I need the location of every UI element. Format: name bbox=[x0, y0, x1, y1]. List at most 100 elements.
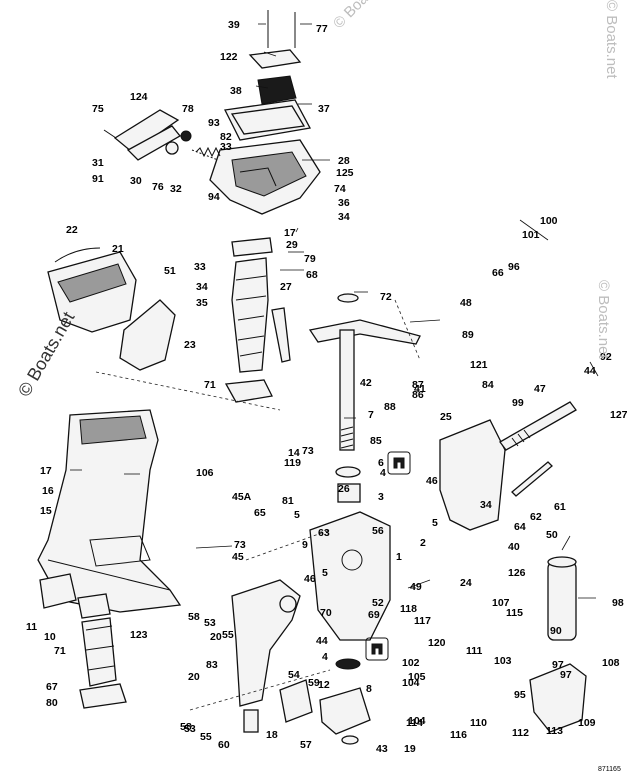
part-callout-26: 26 bbox=[338, 483, 350, 495]
part-callout-90: 90 bbox=[550, 625, 562, 637]
part-callout-58: 58 bbox=[188, 611, 200, 623]
part-callout-112: 112 bbox=[512, 727, 529, 739]
midsection-housing bbox=[37, 409, 182, 613]
part-callout-94: 94 bbox=[208, 191, 220, 203]
part-callout-120: 120 bbox=[428, 637, 446, 649]
part-callout-97: 97 bbox=[560, 669, 572, 681]
part-callout-40: 40 bbox=[508, 541, 520, 553]
part-callout-88: 88 bbox=[384, 401, 396, 413]
part-callout-36: 36 bbox=[338, 197, 350, 209]
exhaust-tube-assembly bbox=[224, 237, 291, 403]
part-callout-45: 45 bbox=[232, 551, 244, 563]
part-callout-85: 85 bbox=[370, 435, 382, 447]
part-callout-3: 3 bbox=[378, 491, 384, 503]
part-callout-77: 77 bbox=[316, 23, 328, 35]
part-callout-64: 64 bbox=[514, 521, 526, 533]
part-callout-2: 2 bbox=[420, 537, 426, 549]
part-callout-72: 72 bbox=[380, 291, 392, 303]
upper-cover-assembly bbox=[209, 10, 321, 215]
part-callout-21: 21 bbox=[112, 243, 124, 255]
part-callout-117: 117 bbox=[414, 615, 431, 627]
part-callout-107: 107 bbox=[492, 597, 510, 609]
part-callout-87: 87 bbox=[412, 379, 424, 391]
side-cover-panels bbox=[47, 247, 176, 371]
part-callout-116: 116 bbox=[450, 729, 467, 741]
part-callout-104: 104 bbox=[402, 677, 420, 689]
part-callout-5: 5 bbox=[432, 517, 438, 529]
part-callout-73: 73 bbox=[302, 445, 314, 457]
part-callout-83: 83 bbox=[206, 659, 218, 671]
part-callout-124: 124 bbox=[130, 91, 148, 103]
part-callout-114: 114 bbox=[406, 717, 423, 729]
part-callout-79: 79 bbox=[304, 253, 316, 265]
part-callout-20: 20 bbox=[188, 671, 200, 683]
part-callout-25: 25 bbox=[440, 411, 452, 423]
part-callout-98: 98 bbox=[612, 597, 624, 609]
part-callout-101: 101 bbox=[522, 229, 540, 241]
part-callout-65: 65 bbox=[254, 507, 266, 519]
part-callout-113: 113 bbox=[546, 725, 563, 737]
part-callout-32: 32 bbox=[170, 183, 182, 195]
part-callout-33: 33 bbox=[220, 141, 232, 153]
part-callout-118: 118 bbox=[400, 603, 417, 615]
part-callout-34: 34 bbox=[196, 281, 208, 293]
part-callout-44: 44 bbox=[584, 365, 596, 377]
part-callout-53: 53 bbox=[184, 723, 196, 735]
part-callout-92: 92 bbox=[600, 351, 612, 363]
part-callout-38: 38 bbox=[230, 85, 242, 97]
part-callout-31: 31 bbox=[92, 157, 104, 169]
callout-leaders bbox=[70, 23, 599, 599]
part-callout-86: 86 bbox=[412, 389, 424, 401]
part-callout-105: 105 bbox=[408, 671, 426, 683]
part-callout-16: 16 bbox=[42, 485, 54, 497]
part-callout-19: 19 bbox=[404, 743, 416, 755]
part-callout-29: 29 bbox=[286, 239, 298, 251]
part-callout-71: 71 bbox=[204, 379, 216, 391]
part-callout-39: 39 bbox=[228, 19, 240, 31]
part-callout-35: 35 bbox=[196, 297, 208, 309]
part-callout-95: 95 bbox=[514, 689, 526, 701]
part-callout-111: 111 bbox=[466, 645, 483, 657]
watermark-right-center: © Boats.net bbox=[595, 280, 612, 359]
part-callout-44: 44 bbox=[316, 635, 328, 647]
part-callout-42: 42 bbox=[360, 377, 372, 389]
part-callout-81: 81 bbox=[282, 495, 294, 507]
part-callout-106: 106 bbox=[196, 467, 214, 479]
part-callout-17: 17 bbox=[284, 227, 296, 239]
part-callout-100: 100 bbox=[540, 215, 558, 227]
part-callout-5: 5 bbox=[294, 509, 300, 521]
part-callout-123: 123 bbox=[130, 629, 148, 641]
part-callout-126: 126 bbox=[508, 567, 526, 579]
part-callout-4: 4 bbox=[380, 467, 386, 479]
part-callout-93: 93 bbox=[208, 117, 220, 129]
part-callout-51: 51 bbox=[164, 265, 176, 277]
part-callout-115: 115 bbox=[506, 607, 523, 619]
part-callout-74: 74 bbox=[334, 183, 346, 195]
part-callout-11: 11 bbox=[26, 621, 38, 633]
part-callout-73: 73 bbox=[234, 539, 246, 551]
part-callout-97: 97 bbox=[552, 659, 564, 671]
part-callout-8: 8 bbox=[366, 683, 372, 695]
part-callout-59: 59 bbox=[308, 677, 320, 689]
part-callout-22: 22 bbox=[66, 224, 78, 236]
part-callout-55: 55 bbox=[222, 629, 234, 641]
part-callout-5: 5 bbox=[322, 567, 328, 579]
part-callout-41: 41 bbox=[414, 383, 426, 395]
part-callout-109: 109 bbox=[578, 717, 596, 729]
part-callout-33: 33 bbox=[194, 261, 206, 273]
part-callout-43: 43 bbox=[376, 743, 388, 755]
part-callout-17: 17 bbox=[40, 465, 52, 477]
part-callout-99: 99 bbox=[512, 397, 524, 409]
part-callout-14: 14 bbox=[288, 447, 300, 459]
part-callout-103: 103 bbox=[494, 655, 512, 667]
part-callout-28: 28 bbox=[338, 155, 350, 167]
part-callout-96: 96 bbox=[508, 261, 520, 273]
part-callout-119: 119 bbox=[284, 457, 301, 469]
part-callout-56: 56 bbox=[372, 525, 384, 537]
part-callout-66: 66 bbox=[492, 267, 504, 279]
part-callout-84: 84 bbox=[482, 379, 494, 391]
part-callout-10: 10 bbox=[44, 631, 56, 643]
part-callout-89: 89 bbox=[462, 329, 474, 341]
watermark-top-right: © Boats.net bbox=[603, 0, 620, 79]
